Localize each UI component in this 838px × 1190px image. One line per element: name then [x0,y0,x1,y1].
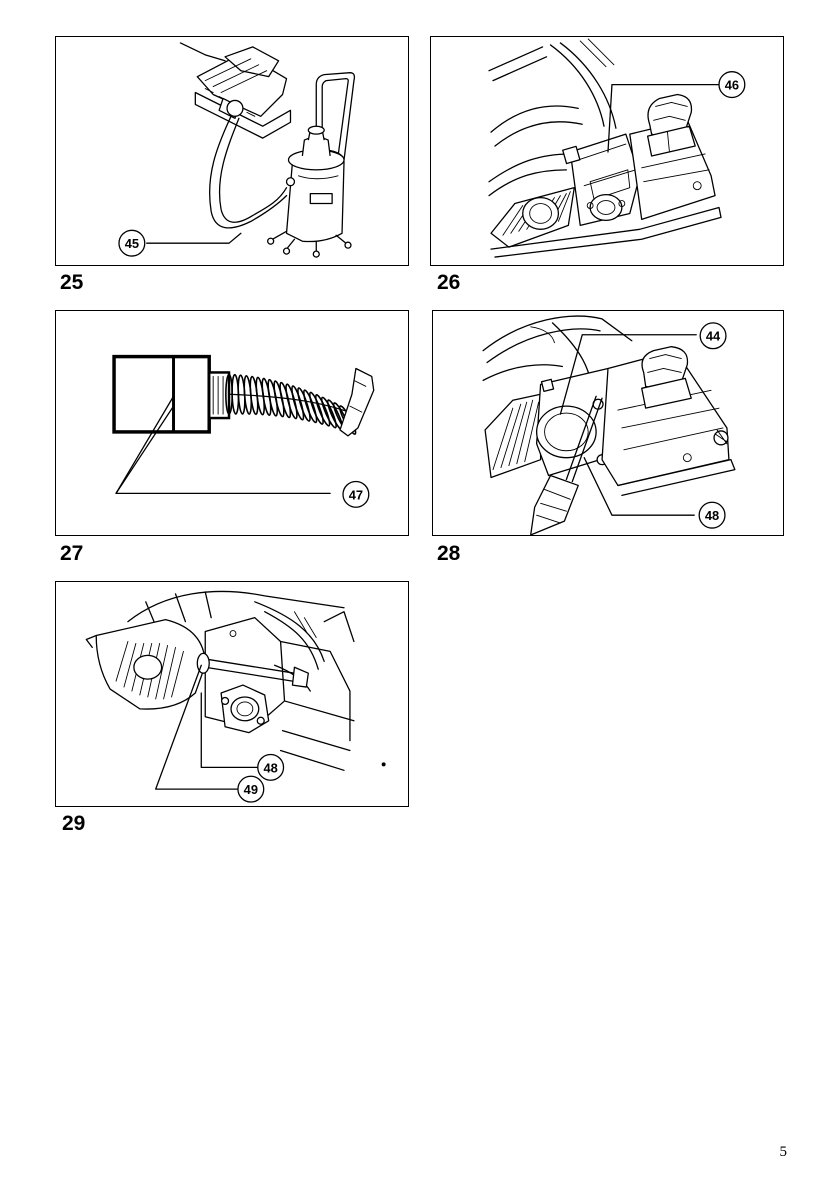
figure-27-carbon-brush-illustration: 47 [55,310,409,536]
figure-25-vacuum-cleaner-illustration: 45 [55,36,409,266]
page-number: 5 [780,1144,788,1161]
figure-number-28: 28 [437,543,460,564]
figure-number-26: 26 [437,272,460,293]
figure-number-29: 29 [62,813,85,834]
figure-26-chip-cover-illustration: 46 [430,36,784,266]
planer-connected-to-vacuum-drawing [56,37,408,265]
figure-number-27: 27 [60,543,83,564]
figure-number-25: 25 [60,272,83,293]
screwdriver-removing-cover-drawing [433,311,783,535]
figure-28-brush-cap-removal-illustration: 44 48 [432,310,784,536]
figure-29-opposite-side-cap-illustration: 48 49 [55,581,409,807]
planer-brush-cap-cover-drawing [431,37,783,265]
screwdriver-opposite-side-drawing [56,582,408,806]
carbon-brush-limit-mark-drawing [56,311,408,535]
brush-spring [226,374,358,435]
